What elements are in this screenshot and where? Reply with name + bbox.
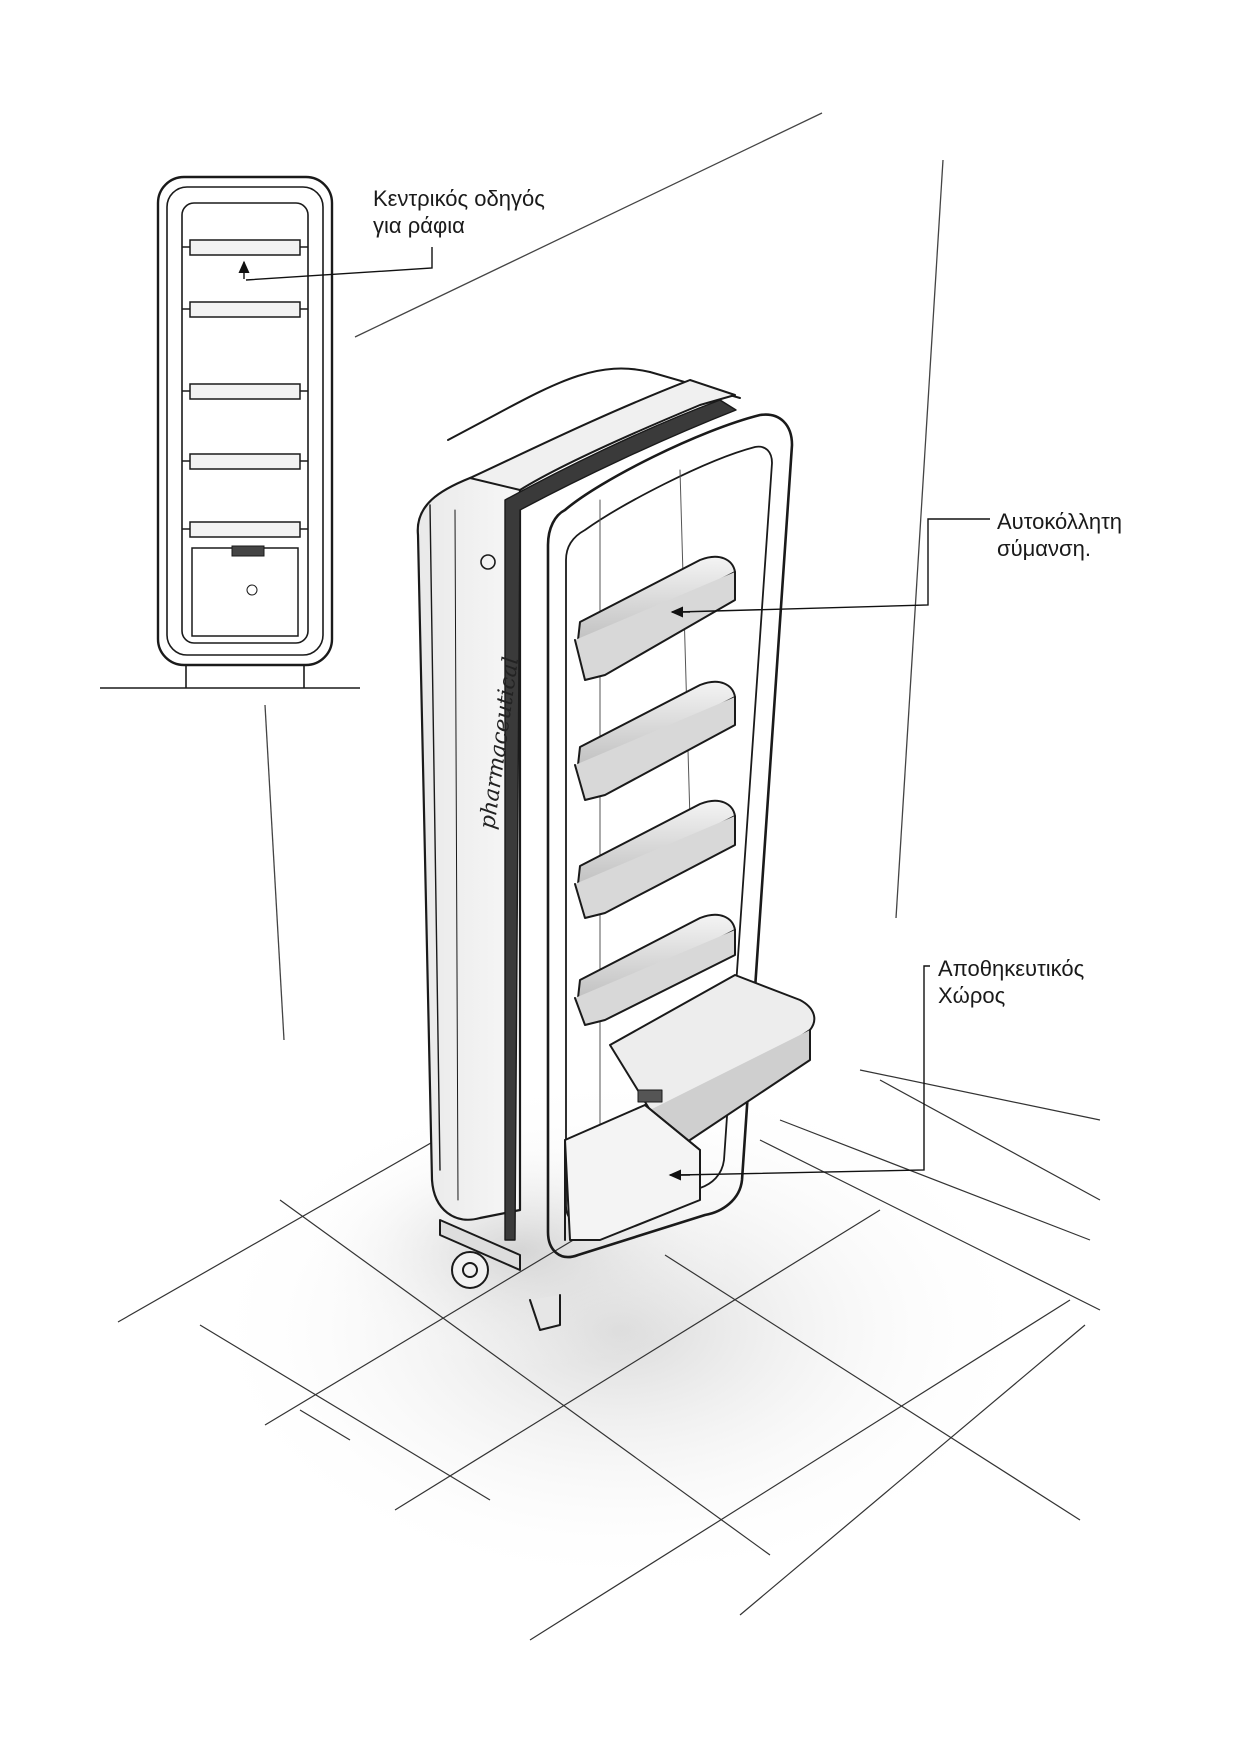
callout-center-shelf-guide: Κεντρικός οδηγός για ράφια [373, 185, 545, 239]
callout-sticker-line1: Αυτοκόλλητη [997, 509, 1123, 534]
callout-sticker-line2: σύμανση. [997, 536, 1091, 561]
cabinet-front-frame-outer [546, 413, 794, 1259]
center-guide-leader [238, 247, 433, 281]
callout-sticker-signage: Αυτοκόλλητη σύμανση. [997, 508, 1122, 562]
cabinet-shelves [574, 555, 816, 1151]
front-view-drawing [100, 175, 360, 689]
cabinet-dark-band [504, 399, 737, 1241]
cabinet-storage-box [564, 1089, 701, 1241]
sticker-leader [670, 518, 990, 618]
caster-wheel [451, 1251, 489, 1289]
storage-leader [668, 965, 930, 1181]
front-view-shelves [182, 239, 308, 538]
callout-storage-space: Αποθηκευτικός Χώρος [938, 955, 1084, 1009]
callout-center-guide-line2: για ράφια [373, 213, 465, 238]
cabinet-base [439, 1219, 561, 1331]
callout-storage-line2: Χώρος [938, 983, 1006, 1008]
cabinet-perspective-drawing: pharmaceutical [416, 367, 816, 1331]
cabinet-top-band [469, 379, 736, 491]
floor-tile-grid [117, 1069, 1101, 1641]
cabinet-front-frame-inner [565, 445, 773, 1224]
callout-center-guide-line1: Κεντρικός οδηγός [373, 186, 545, 211]
front-view-storage-box [191, 547, 299, 637]
callout-storage-line1: Αποθηκευτικός [938, 956, 1085, 981]
cabinet-side-panel [416, 468, 522, 1221]
background-guide-lines [264, 112, 944, 1041]
